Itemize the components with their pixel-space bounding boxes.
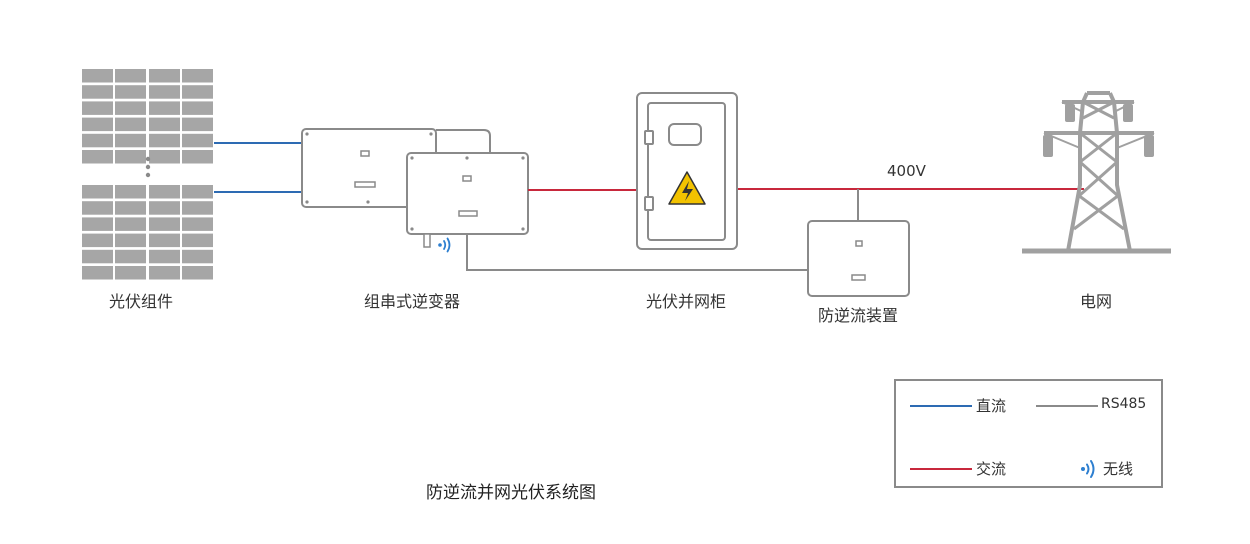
inverter-icon-back <box>301 128 491 208</box>
warning-icon <box>668 171 706 205</box>
legend-dc-swatch <box>910 405 972 407</box>
label-string-inverter: 组串式逆变器 <box>364 292 461 311</box>
label-voltage: 400V <box>887 162 926 180</box>
ellipsis-dots <box>145 156 151 178</box>
inverter-icon-front <box>406 152 529 248</box>
legend-dc-label: 直流 <box>976 397 1007 415</box>
wireless-icon <box>438 237 451 253</box>
legend-ac-label: 交流 <box>976 460 1007 478</box>
insulators <box>1043 104 1154 157</box>
solar-panel-icon-bottom <box>82 185 213 280</box>
anti-reverse-device-icon <box>807 220 910 297</box>
transmission-tower-icon <box>1022 91 1171 254</box>
label-pv-modules: 光伏组件 <box>109 292 174 311</box>
label-pv-cabinet: 光伏并网柜 <box>646 292 727 311</box>
label-anti-reverse-device: 防逆流装置 <box>818 306 899 325</box>
legend-rs485-label: RS485 <box>1101 396 1147 412</box>
legend-rs485-swatch <box>1036 405 1098 407</box>
label-grid: 电网 <box>1080 292 1113 311</box>
solar-panel-icon-top <box>82 69 213 164</box>
legend: 直流 RS485 交流 无线 <box>894 379 1163 488</box>
diagram-caption: 防逆流并网光伏系统图 <box>426 483 596 503</box>
legend-ac-swatch <box>910 468 972 470</box>
legend-wireless-icon <box>1081 460 1095 478</box>
legend-wireless-label: 无线 <box>1103 460 1134 478</box>
rs485-line <box>466 234 808 271</box>
cabinet-icon <box>636 92 738 250</box>
